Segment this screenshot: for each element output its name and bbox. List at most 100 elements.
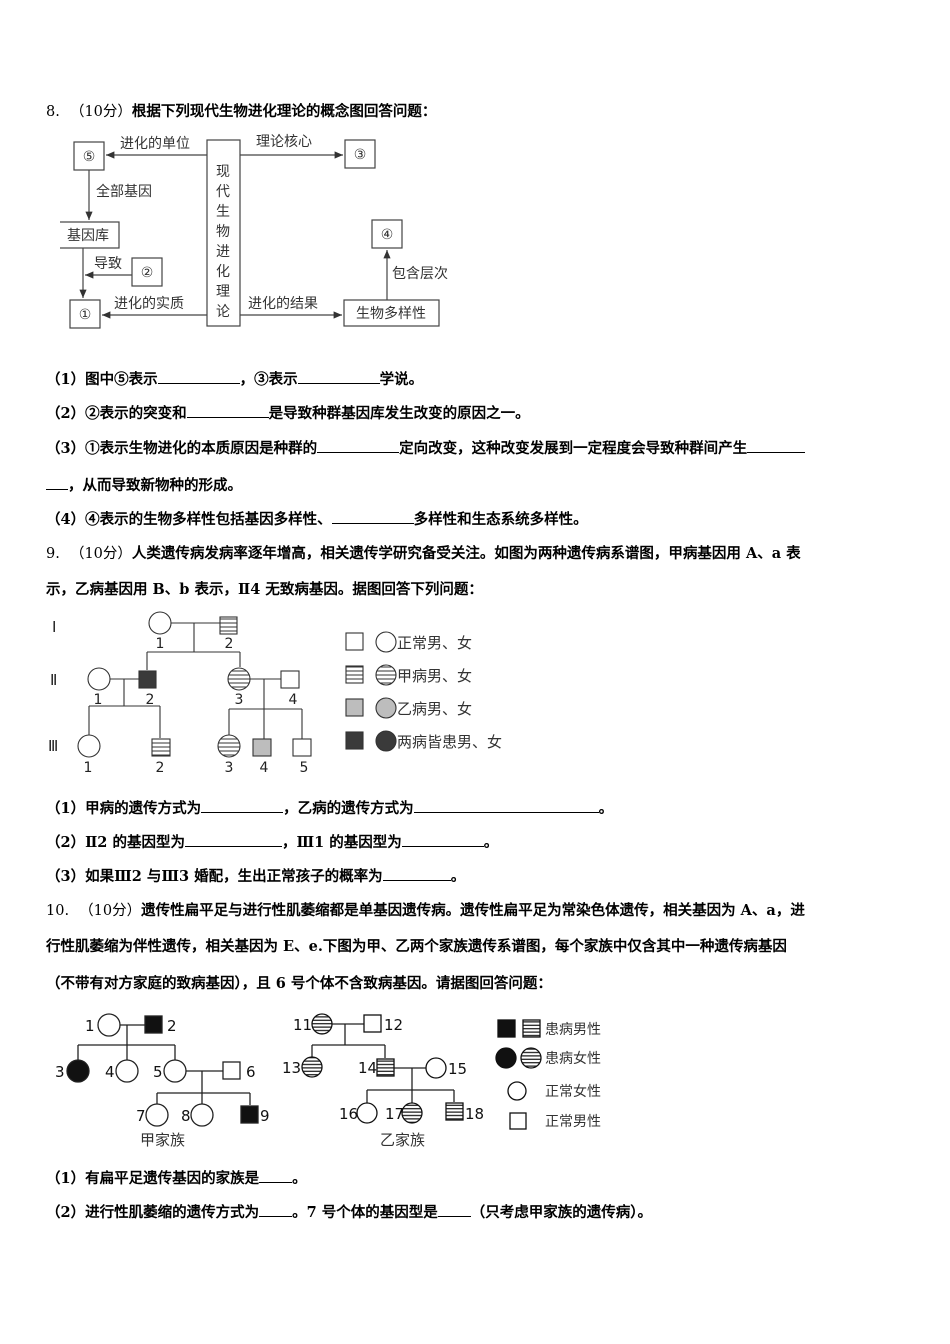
individual-id: 3	[235, 692, 244, 708]
legend-normal-female: 正常女性	[545, 1083, 601, 1100]
text: （2）②表示的突变和	[46, 405, 187, 422]
text: （2）Ⅱ2 的基因型为	[46, 834, 185, 851]
center-char: 理	[216, 284, 230, 300]
answer-blank[interactable]	[184, 833, 282, 847]
family-a-pedigree: 1 2 3 4 5 6 7 8 9 甲家族	[55, 1013, 270, 1149]
q9-number: 9.	[46, 546, 60, 562]
q10-stem-text: 遗传性扁平足与进行性肌萎缩都是单基因遗传病。遗传性扁平足为常染色体遗传，相关基因…	[141, 902, 805, 919]
legend-affected-female: 患病女性	[545, 1050, 601, 1067]
individual-id: 16	[339, 1105, 358, 1123]
family-a-caption: 甲家族	[140, 1131, 185, 1149]
q9-score: （10分）	[69, 546, 132, 562]
individual-id: 7	[136, 1107, 146, 1125]
gen-label: Ⅲ	[48, 737, 58, 755]
answer-blank-cont[interactable]	[46, 476, 68, 490]
individual-id: 1	[84, 760, 93, 776]
q10-score: （10分）	[79, 903, 142, 919]
family-b-caption: 乙家族	[380, 1131, 425, 1149]
text: ，Ⅲ1 的基因型为	[281, 834, 402, 851]
label-unit: 进化的单位	[120, 136, 190, 152]
text: （3）①表示生物进化的本质原因是种群的	[46, 440, 318, 457]
q10-stem-text3: （不带有对方家庭的致病基因），且 6 号个体不含致病基因。请据图回答问题：	[46, 975, 552, 992]
gene-pool-label: 基因库	[67, 227, 109, 244]
center-char: 物	[216, 224, 230, 240]
q9-stem-line1: 9. （10分）人类遗传病发病率逐年增高，相关遗传学研究备受关注。如图为两种遗传…	[46, 545, 801, 563]
label-core: 理论核心	[256, 134, 312, 150]
q8-concept-diagram: ⑤ ③ ④ ② ① 基因库 生物多样性 进化的单位 理论核心 全部基因 导致 进…	[60, 134, 448, 329]
answer-blank[interactable]	[317, 439, 400, 453]
q10-number: 10.	[46, 903, 70, 919]
box4-label: ④	[381, 227, 394, 243]
center-char: 化	[216, 264, 230, 280]
individual-id: 4	[260, 760, 269, 776]
q9-stem-text2: 示，乙病基因用 B、b 表示，Ⅱ4 无致病基因。据图回答下列问题：	[46, 581, 483, 598]
text: 是导致种群基因库发生改变的原因之一。	[268, 405, 530, 422]
label-levels: 包含层次	[392, 266, 448, 282]
answer-blank[interactable]	[437, 1203, 471, 1217]
gen-label: Ⅱ	[50, 671, 57, 689]
individual-id: 1	[85, 1017, 95, 1035]
q10-stem-line1: 10. （10分）遗传性扁平足与进行性肌萎缩都是单基因遗传病。遗传性扁平足为常染…	[46, 902, 805, 920]
q9-sub3: （3）如果Ⅲ2 与Ⅲ3 婚配，生出正常孩子的概率为。	[46, 867, 465, 886]
text: 。7 号个体的基因型是	[292, 1204, 438, 1221]
legend-label-normal: 正常男、女	[397, 634, 472, 652]
center-char: 进	[216, 244, 230, 260]
text: （1）有扁平足遗传基因的家族是	[46, 1170, 260, 1187]
individual-id: 3	[225, 760, 234, 776]
box2-label: ②	[141, 265, 154, 281]
label-cause: 导致	[94, 256, 122, 272]
q10-stem-line3: （不带有对方家庭的致病基因），且 6 号个体不含致病基因。请据图回答问题：	[46, 975, 552, 993]
answer-blank[interactable]	[413, 799, 599, 813]
individual-id: 2	[156, 760, 165, 776]
legend-label-disease-b: 乙病男、女	[397, 700, 472, 718]
individual-id: 15	[448, 1060, 467, 1078]
q8-stem: 8. （10分）根据下列现代生物进化理论的概念图回答问题：	[46, 103, 436, 121]
box3-label: ③	[354, 147, 367, 163]
answer-blank[interactable]	[157, 370, 240, 384]
center-char: 代	[216, 184, 230, 200]
family-b-pedigree: 11 12 13 14 15 16 17 18 乙家族	[282, 1013, 484, 1149]
center-char: 论	[216, 304, 230, 320]
label-result: 进化的结果	[248, 296, 318, 312]
individual-id: 5	[153, 1063, 163, 1081]
q8-stem-text: 根据下列现代生物进化理论的概念图回答问题：	[131, 103, 437, 120]
answer-blank[interactable]	[259, 1203, 293, 1217]
text: 。	[598, 800, 614, 817]
text: （4）④表示的生物多样性包括基因多样性、	[46, 511, 332, 528]
text: （2）进行性肌萎缩的遗传方式为	[46, 1204, 260, 1221]
answer-blank[interactable]	[186, 404, 269, 418]
individual-id: 3	[55, 1063, 65, 1081]
q9-legend: 正常男、女 甲病男、女 乙病男、女 两病皆患男、女	[345, 631, 502, 752]
q10-sub1: （1）有扁平足遗传基因的家族是。	[46, 1169, 307, 1188]
answer-blank[interactable]	[382, 867, 451, 881]
gen-label: Ⅰ	[52, 618, 56, 636]
text: （1）图中⑤表示	[46, 371, 158, 388]
answer-blank[interactable]	[201, 799, 284, 813]
q10-sub2: （2）进行性肌萎缩的遗传方式为。7 号个体的基因型是（只考虑甲家族的遗传病）。	[46, 1203, 652, 1222]
answer-blank[interactable]	[401, 833, 484, 847]
legend-affected-male: 患病男性	[545, 1022, 601, 1038]
text: 。	[450, 868, 466, 885]
q8-sub3-line1: （3）①表示生物进化的本质原因是种群的 定向改变，这种改变发展到一定程度会导致种群…	[46, 439, 806, 458]
text: （1）甲病的遗传方式为	[46, 800, 202, 817]
text: ，从而导致新物种的形成。	[68, 477, 242, 494]
q9-sub2: （2）Ⅱ2 的基因型为，Ⅲ1 的基因型为。	[46, 833, 498, 852]
individual-id: 11	[293, 1016, 312, 1034]
answer-blank[interactable]	[747, 439, 806, 453]
q9-stem-line2: 示，乙病基因用 B、b 表示，Ⅱ4 无致病基因。据图回答下列问题：	[46, 581, 483, 599]
answer-blank[interactable]	[331, 510, 414, 524]
label-essence: 进化的实质	[114, 296, 184, 312]
q8-number: 8.	[46, 104, 60, 120]
q8-sub2: （2）②表示的突变和 是导致种群基因库发生改变的原因之一。	[46, 404, 530, 423]
q8-sub1: （1）图中⑤表示，③表示学说。	[46, 370, 423, 389]
individual-id: 8	[181, 1107, 191, 1125]
answer-blank[interactable]	[259, 1169, 293, 1183]
legend-normal-male: 正常男性	[545, 1114, 601, 1130]
text: 定向改变，这种改变发展到一定程度会导致种群间产生	[399, 440, 748, 457]
individual-id: 9	[260, 1107, 270, 1125]
individual-id: 1	[156, 636, 165, 652]
text: ，③表示	[239, 371, 298, 388]
individual-id: 14	[358, 1059, 377, 1077]
center-char: 现	[216, 164, 230, 180]
answer-blank[interactable]	[297, 370, 380, 384]
